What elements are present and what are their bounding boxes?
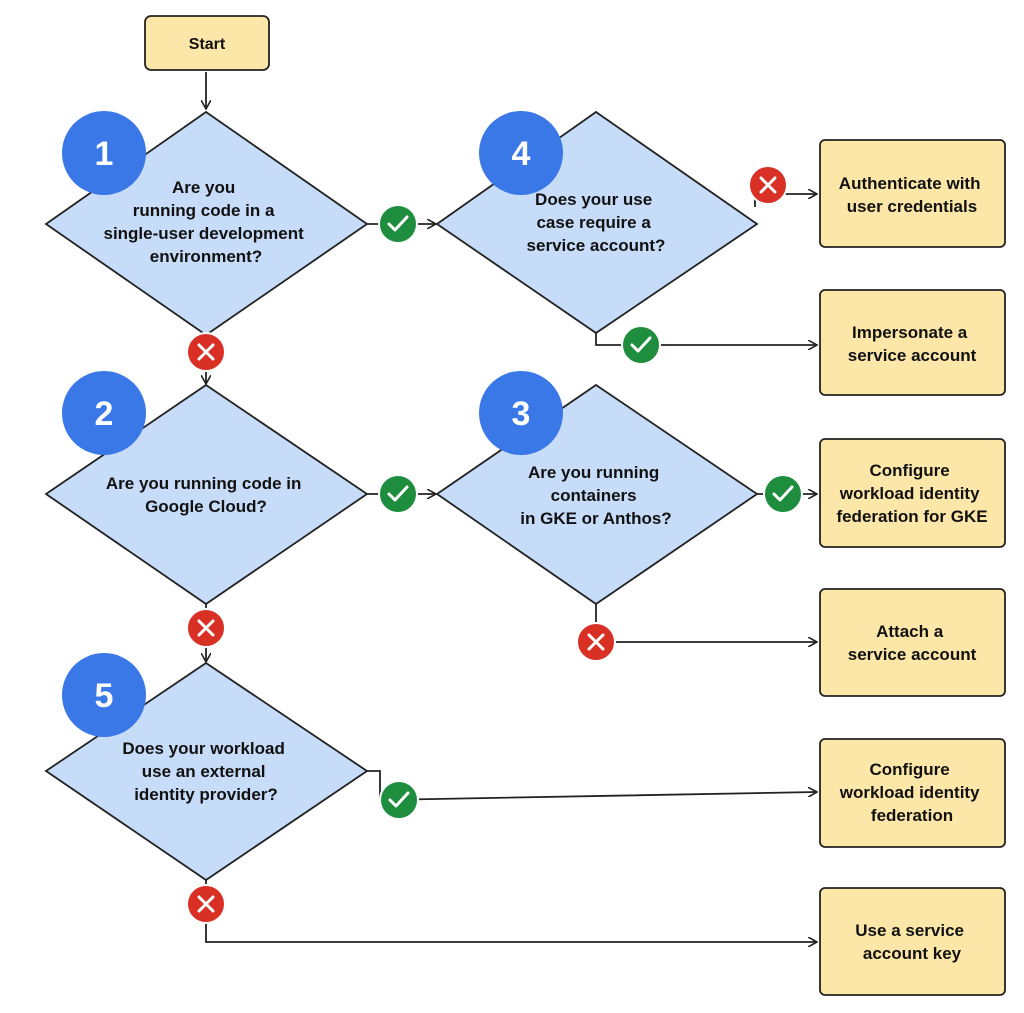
question-3-text: Are you running containers in GKE or Ant… <box>520 463 671 528</box>
question-3-node: Are you running containers in GKE or Ant… <box>435 371 759 606</box>
connector-q3-no-to-outcome-attach <box>595 604 816 642</box>
question-2-number: 2 <box>95 395 114 433</box>
yes-check-icon <box>378 474 418 514</box>
question-5-number-circle <box>62 653 146 737</box>
question-1-node: Are you running code in a single-user de… <box>44 110 369 337</box>
yes-check-icon <box>621 325 661 365</box>
outcome-3-text: Configure workload identity federation f… <box>836 461 987 526</box>
connector-q5-no-to-outcome-service-account-key <box>205 880 816 942</box>
no-cross-icon <box>186 608 226 648</box>
outcome-6-text: Use a service account key <box>855 921 968 963</box>
question-1-number: 1 <box>95 135 114 173</box>
outcome-authenticate-user-credentials: Authenticate with user credentials <box>819 139 1006 248</box>
question-4-text: Does your use case require a service acc… <box>527 190 666 255</box>
question-2-number-circle <box>62 371 146 455</box>
question-diamonds: Are you running code in a single-user de… <box>44 110 759 882</box>
outcome-service-account-key: Use a service account key <box>819 887 1006 996</box>
outcome-4-text: Attach a service account <box>848 622 977 664</box>
outcome-attach-service-account: Attach a service account <box>819 588 1006 697</box>
outcome-5-text: Configure workload identity federation <box>839 760 985 825</box>
question-3-number-circle <box>479 371 563 455</box>
question-5-text: Does your workload use an external ident… <box>122 739 289 804</box>
outcome-1-text: Authenticate with user credentials <box>839 174 985 216</box>
no-cross-icon <box>186 884 226 924</box>
question-1-number-circle <box>62 111 146 195</box>
no-cross-icon <box>186 332 226 372</box>
start-node: Start <box>144 15 270 71</box>
question-4-number: 4 <box>512 135 531 173</box>
question-2-node: Are you running code in Google Cloud? 2 <box>44 371 369 606</box>
question-4-node: Does your use case require a service acc… <box>435 110 759 335</box>
question-4-number-circle <box>479 111 563 195</box>
outcome-2-text: Impersonate a service account <box>848 323 977 365</box>
outcome-workload-identity-federation-gke: Configure workload identity federation f… <box>819 438 1006 548</box>
start-label: Start <box>189 36 226 53</box>
connector-q5-yes-to-outcome-federation <box>367 770 816 801</box>
no-cross-icon <box>748 165 788 205</box>
decision-badges <box>186 165 803 924</box>
question-2-text: Are you running code in Google Cloud? <box>106 474 306 516</box>
no-cross-icon <box>576 622 616 662</box>
outcome-impersonate-service-account: Impersonate a service account <box>819 289 1006 396</box>
question-3-number: 3 <box>512 395 531 433</box>
connector-q4-yes-to-outcome-impersonate <box>595 330 816 345</box>
question-1-text: Are you running code in a single-user de… <box>103 178 308 266</box>
outcome-boxes: Authenticate with user credentials Imper… <box>819 139 1006 996</box>
outcome-workload-identity-federation: Configure workload identity federation <box>819 738 1006 848</box>
question-5-node: Does your workload use an external ident… <box>44 653 369 882</box>
yes-check-icon <box>379 780 419 820</box>
question-5-number: 5 <box>95 677 114 715</box>
yes-check-icon <box>763 474 803 514</box>
yes-check-icon <box>378 204 418 244</box>
